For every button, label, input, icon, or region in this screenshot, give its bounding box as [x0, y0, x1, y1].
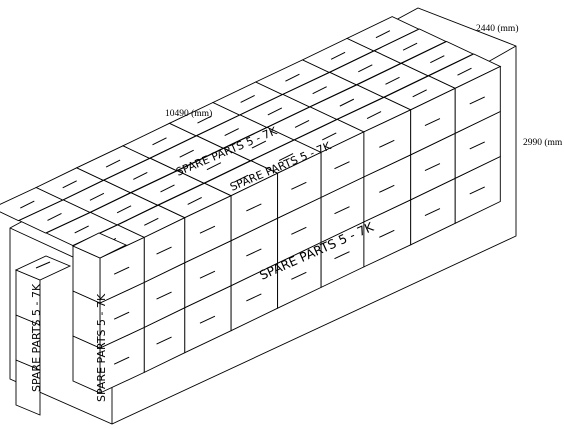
box-top-mark — [402, 42, 418, 51]
box-side-mark — [199, 225, 216, 234]
box-side-mark — [156, 291, 172, 300]
box-top-mark — [144, 217, 159, 226]
box-top-mark — [294, 119, 310, 128]
container-length-label: 10490 (mm) — [165, 108, 212, 119]
box-side-mark — [291, 271, 307, 280]
box-side-mark — [379, 184, 395, 193]
end-stack-top — [14, 255, 72, 281]
box-top-mark — [233, 174, 249, 183]
box-side-mark — [424, 208, 441, 217]
box-side-mark — [469, 141, 485, 150]
box-top-mark — [105, 159, 121, 168]
cargo-label-end-inner: SPARE PARTS 5 - 7K — [95, 293, 108, 402]
box-top-mark — [322, 132, 337, 141]
box-side-mark — [469, 96, 485, 105]
box-side-mark — [156, 336, 172, 345]
box-top-mark — [385, 76, 400, 85]
box-side-mark — [379, 229, 395, 238]
box-top-mark — [133, 172, 148, 180]
box-top-mark — [251, 140, 267, 149]
box-top-mark — [330, 51, 346, 60]
box-side-mark — [199, 270, 216, 279]
box-side-mark — [156, 246, 172, 255]
box-top-mark — [240, 95, 255, 103]
box-top-mark — [89, 192, 105, 201]
box-top-mark — [179, 149, 194, 158]
box-top-mark — [358, 64, 373, 73]
box-side-mark — [291, 181, 307, 190]
box-top-mark — [312, 86, 327, 95]
box-top-mark — [206, 162, 222, 171]
box-side-mark — [334, 161, 350, 170]
box-top-mark — [278, 153, 294, 161]
box-top-mark — [366, 111, 382, 120]
box-side-mark — [424, 163, 441, 172]
cargo-boxes — [0, 16, 502, 416]
box-side-mark — [246, 203, 262, 212]
box-top-mark — [160, 184, 175, 193]
box-top-mark — [197, 115, 212, 124]
box-side-mark — [291, 226, 307, 235]
box-top-mark — [116, 205, 132, 214]
box-top-mark — [267, 107, 283, 116]
box-side-mark — [246, 248, 262, 257]
box-top-mark — [187, 197, 202, 205]
block-end-top — [71, 232, 128, 259]
cargo-label-end-outer: SPARE PARTS 5 - 7K — [30, 283, 43, 392]
box-side-mark — [379, 139, 395, 148]
box-top-mark — [47, 213, 62, 221]
box-top-mark — [74, 225, 89, 234]
box-top-mark — [412, 89, 427, 98]
end-stack-mark — [35, 261, 51, 269]
box-top-mark — [285, 73, 300, 82]
box-top-mark — [457, 67, 472, 76]
box-side-mark — [113, 356, 130, 365]
box-side-mark — [113, 266, 130, 275]
box-top-mark — [152, 137, 167, 146]
box-side-mark — [246, 293, 262, 302]
box-top-mark — [20, 200, 35, 209]
box-side-mark — [469, 186, 485, 195]
box-top-mark — [430, 55, 445, 64]
container-height-label: 2990 (mm — [523, 137, 563, 148]
box-side-mark — [334, 251, 350, 260]
box-side-mark — [334, 206, 350, 215]
box-side-mark — [113, 311, 130, 320]
box-side-mark — [199, 315, 216, 324]
box-top-mark — [62, 180, 77, 189]
container-width-label: 2440 (mm) — [476, 23, 518, 34]
box-side-mark — [424, 118, 441, 127]
box-top-mark — [339, 98, 355, 107]
box-top-mark — [224, 128, 239, 137]
box-top-mark — [375, 30, 391, 39]
